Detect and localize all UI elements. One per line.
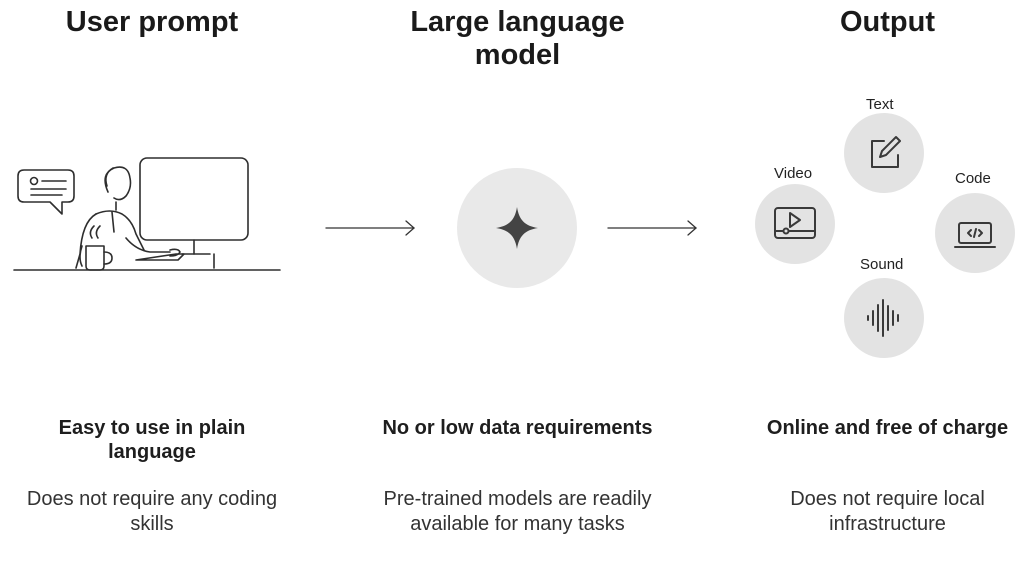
heading-output: Output: [839, 6, 935, 38]
person-at-computer-icon: [13, 157, 281, 271]
output-label-sound: Sound: [860, 256, 904, 273]
output-label-text: Text: [866, 96, 894, 113]
feature-description-data-requirements: Pre-trained models are readily available…: [383, 488, 652, 535]
feature-description-ease-of-use: Does not require any coding skills: [26, 488, 278, 535]
feature-title-data-requirements: No or low data requirements: [382, 417, 653, 439]
sparkle-icon: [496, 207, 538, 249]
video-player-icon: [774, 207, 816, 239]
sound-wave-icon: [867, 299, 899, 337]
arrow-to-model-icon: [325, 220, 415, 236]
output-label-code: Code: [955, 170, 991, 187]
output-bubble-code: [935, 193, 1015, 273]
output-bubble-video: [755, 184, 835, 264]
model-circle: [457, 168, 577, 288]
heading-large-language-model: Large language model: [410, 6, 625, 71]
feature-title-ease-of-use: Easy to use in plain language: [58, 417, 246, 463]
heading-user-prompt: User prompt: [65, 6, 239, 38]
arrow-to-output-icon: [607, 220, 697, 236]
feature-title-cost: Online and free of charge: [766, 417, 1009, 439]
output-bubble-text: [844, 113, 924, 193]
edit-document-icon: [871, 136, 901, 168]
laptop-code-icon: [954, 222, 996, 248]
output-bubble-sound: [844, 278, 924, 358]
feature-description-cost: Does not require local infrastructure: [790, 488, 985, 535]
output-label-video: Video: [774, 165, 813, 182]
